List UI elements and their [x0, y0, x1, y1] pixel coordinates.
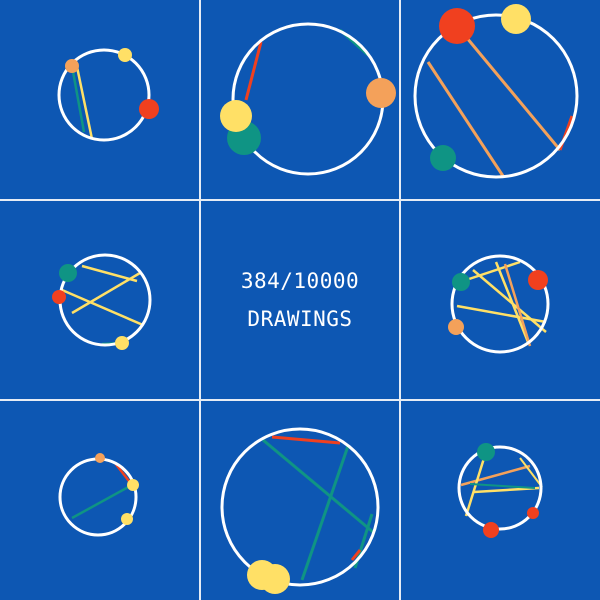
drawing-7-stroke-1 [71, 483, 133, 520]
drawing-4-stroke-1 [61, 288, 144, 327]
drawing-2-dot-3 [366, 78, 396, 108]
drawing-6-dot-2 [528, 270, 548, 290]
drawing-1-stroke-2 [74, 61, 94, 140]
drawing-8-outline-circle [220, 427, 380, 587]
drawing-3-stroke-2 [455, 25, 562, 151]
drawing-2-outline-circle [231, 22, 385, 176]
drawing-9-stroke-3 [473, 486, 540, 494]
drawing-6 [448, 254, 550, 354]
drawing-1-dot-1 [65, 59, 79, 73]
drawing-9-stroke-1 [460, 464, 531, 487]
drawing-2-dot-2 [220, 100, 252, 132]
drawing-3-dot-1 [430, 145, 456, 171]
drawing-count-text: 384/10000 [240, 269, 360, 293]
drawing-7-dot-1 [95, 453, 105, 463]
drawing-4-stroke-3 [81, 264, 138, 283]
drawing-1-stroke-1 [70, 65, 86, 133]
drawing-3-stroke-1 [426, 61, 505, 177]
drawing-9-stroke-5 [519, 457, 543, 488]
drawing-7 [58, 453, 139, 537]
drawing-7-dot-3 [121, 513, 133, 525]
drawing-6-dot-1 [452, 273, 470, 291]
drawing-3-outline-circle [413, 13, 579, 179]
drawing-3 [413, 4, 579, 179]
drawing-4 [52, 253, 152, 350]
drawing-1 [57, 48, 159, 142]
drawing-6-dot-3 [448, 319, 464, 335]
drawing-3-dot-2 [439, 8, 475, 44]
drawing-6-stroke-2 [472, 269, 547, 333]
drawing-2 [220, 22, 396, 176]
drawings-caption: DRAWINGS [247, 307, 353, 331]
drawing-8-stroke-2 [262, 438, 374, 534]
drawing-1-dot-2 [118, 48, 132, 62]
drawing-6-stroke-3 [456, 304, 547, 324]
drawing-9-dot-3 [527, 507, 539, 519]
drawing-3-dot-3 [501, 4, 531, 34]
drawing-9 [457, 443, 543, 538]
drawing-9-stroke-2 [464, 454, 487, 517]
drawing-9-dot-2 [483, 522, 499, 538]
drawing-9-dot-1 [477, 443, 495, 461]
drawing-1-dot-3 [139, 99, 159, 119]
drawing-2-stroke-1 [244, 41, 263, 101]
drawing-4-dot-3 [115, 336, 129, 350]
drawing-8-stroke-1 [271, 435, 341, 445]
drawing-4-dot-2 [52, 290, 66, 304]
drawing-counter: 384/10000 DRAWINGS [200, 200, 400, 400]
drawing-6-stroke-5 [503, 263, 532, 347]
drawing-8-stroke-5 [350, 549, 362, 561]
drawing-7-dot-2 [127, 479, 139, 491]
drawing-1-outline-circle [57, 48, 151, 142]
drawing-6-stroke-1 [459, 260, 521, 284]
drawing-8 [220, 427, 380, 594]
drawing-4-dot-1 [59, 264, 77, 282]
drawing-8-dot-2 [247, 560, 277, 590]
drawing-9-stroke-4 [469, 483, 536, 489]
drawing-6-stroke-4 [494, 261, 530, 343]
drawing-6-outline-circle [450, 254, 550, 354]
drawing-8-stroke-3 [300, 445, 350, 581]
drawing-9-outline-circle [457, 445, 543, 531]
